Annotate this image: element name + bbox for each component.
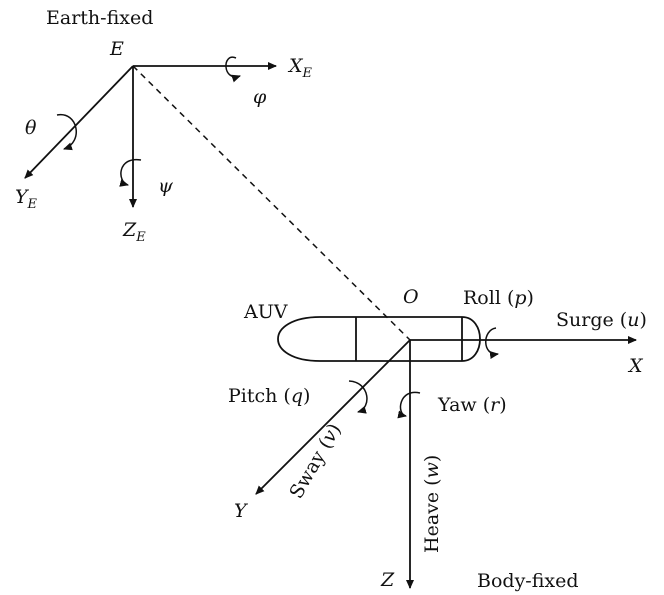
psi-label: ψ bbox=[158, 175, 174, 197]
theta-rotation-icon bbox=[56, 114, 77, 151]
earth-fixed-label: Earth-fixed bbox=[46, 7, 153, 29]
z-label: Z bbox=[380, 569, 395, 591]
auv-label: AUV bbox=[243, 301, 288, 323]
roll-label: Roll (p) bbox=[463, 287, 534, 309]
auv-hull bbox=[277, 316, 481, 362]
xe-label: XE bbox=[287, 55, 313, 81]
origin-o-label: O bbox=[403, 286, 419, 308]
yaw-label: Yaw (r) bbox=[437, 394, 507, 416]
phi-label: φ bbox=[253, 86, 267, 108]
ze-label: ZE bbox=[122, 219, 146, 245]
roll-rotation-icon bbox=[485, 327, 499, 359]
surge-label: Surge (u) bbox=[556, 309, 647, 331]
pitch-label: Pitch (q) bbox=[228, 385, 310, 407]
pitch-rotation-icon bbox=[348, 380, 368, 414]
ye-label: YE bbox=[15, 186, 38, 212]
e-to-o-dashed-line bbox=[132, 65, 411, 341]
heave-label: Heave (w) bbox=[421, 455, 443, 553]
ye-axis bbox=[24, 65, 134, 179]
yaw-rotation-icon bbox=[397, 391, 421, 419]
y-axis bbox=[255, 339, 411, 495]
origin-e-label: E bbox=[109, 38, 124, 60]
psi-rotation-icon bbox=[119, 159, 142, 187]
x-label: X bbox=[627, 355, 644, 377]
phi-rotation-icon bbox=[225, 56, 241, 83]
sway-label: Sway (v) bbox=[285, 420, 346, 503]
body-fixed-label: Body-fixed bbox=[477, 570, 579, 592]
y-label: Y bbox=[234, 500, 249, 522]
theta-label: θ bbox=[25, 117, 37, 139]
